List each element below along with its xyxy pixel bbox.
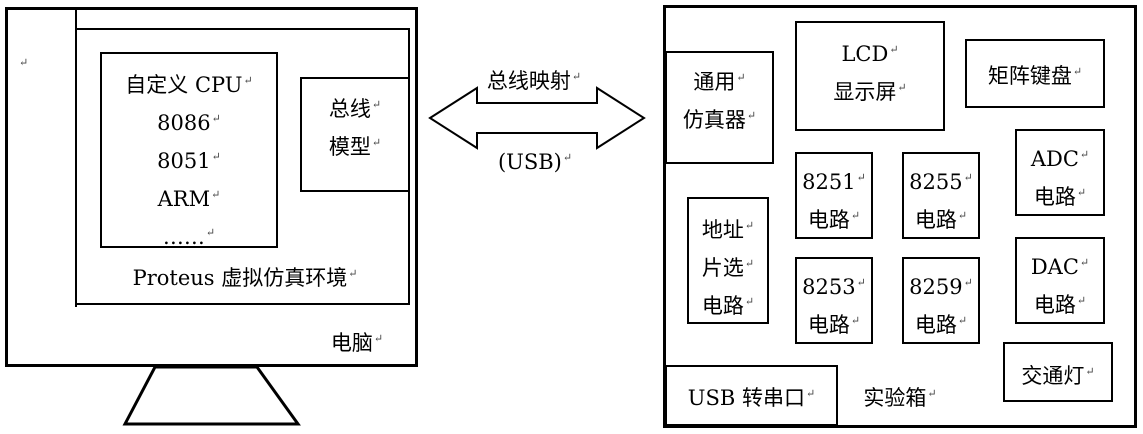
bus-model-label: 总线↵ 模型↵ xyxy=(328,97,382,159)
bidirectional-arrow xyxy=(428,86,646,150)
return-mark: ↵ xyxy=(19,56,29,69)
chip-8251-box xyxy=(795,152,873,239)
adc-box xyxy=(1015,129,1105,216)
cpu-item: 8051 xyxy=(157,149,211,173)
proteus-label: Proteus 虚拟仿真环境↵ xyxy=(132,266,358,290)
computer-label: 电脑↵ xyxy=(330,331,384,355)
usb-serial-box xyxy=(665,365,838,426)
chip-8259-label: 8259↵ 电路↵ xyxy=(909,275,973,337)
dac-label: DAC↵ 电路↵ xyxy=(1030,255,1090,317)
dac-box xyxy=(1015,237,1105,324)
chip-8255-label: 8255↵ 电路↵ xyxy=(909,170,973,232)
traffic-light-box xyxy=(1003,342,1113,402)
cpu-list: 自定义 CPU↵ 8086↵ 8051↵ ARM↵ ……↵ xyxy=(125,73,253,249)
emulator-label: 通用↵ 仿真器↵ xyxy=(682,70,757,132)
traffic-light-label: 交通灯↵ xyxy=(1021,364,1095,388)
chip-8259-box xyxy=(902,257,980,344)
link-top-label: 总线映射↵ xyxy=(486,69,582,93)
cpu-list-box xyxy=(100,52,278,248)
usb-serial-label: USB 转串口↵ xyxy=(687,386,816,410)
address-select-label: 地址↵ 片选↵ 电路↵ xyxy=(701,218,755,318)
chip-8255-box xyxy=(902,152,980,239)
cpu-item: 8086 xyxy=(157,111,211,135)
monitor-stand xyxy=(122,365,301,426)
lcd-box xyxy=(795,21,945,131)
cpu-item: ARM xyxy=(157,187,211,211)
bus-model-box xyxy=(300,77,410,192)
cpu-item: 自定义 CPU xyxy=(125,73,243,97)
adc-label: ADC↵ 电路↵ xyxy=(1030,147,1090,209)
address-select-box xyxy=(687,197,769,324)
link-bottom-label: (USB)↵ xyxy=(497,150,573,174)
emulator-box xyxy=(665,51,774,164)
chip-8253-label: 8253↵ 电路↵ xyxy=(802,275,866,337)
lcd-label: LCD↵ 显示屏↵ xyxy=(833,42,907,104)
keypad-box xyxy=(965,39,1105,108)
chip-8253-box xyxy=(795,257,873,344)
cpu-item: …… xyxy=(162,225,205,249)
labbox-label: 实验箱↵ xyxy=(863,386,937,410)
chip-8251-label: 8251↵ 电路↵ xyxy=(802,170,866,232)
keypad-label: 矩阵键盘↵ xyxy=(987,64,1083,88)
